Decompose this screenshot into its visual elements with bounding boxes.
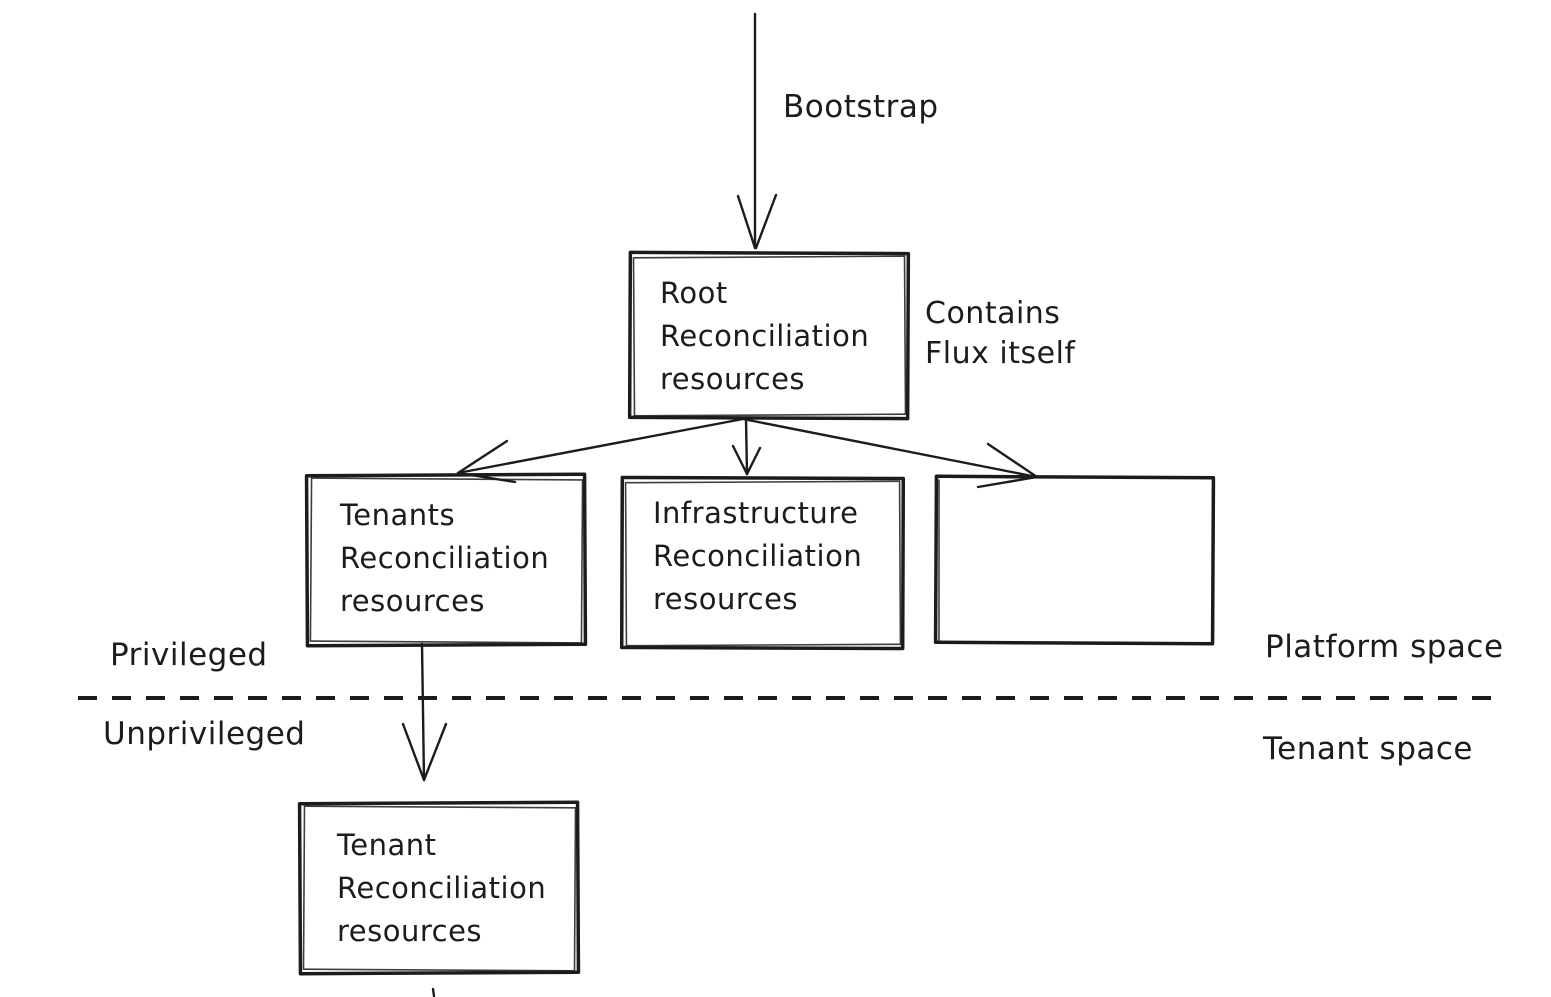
tenant-space-label: Tenant space [1263, 731, 1473, 767]
tenants-to-tenant-arrow [401, 642, 448, 782]
bootstrap-arrow [736, 12, 778, 250]
tenants-box-outline [304, 472, 588, 648]
unprivileged-label: Unprivileged [103, 716, 306, 752]
root-box-outline [627, 250, 911, 421]
root-box-label: Root Reconciliation resources [660, 276, 870, 396]
infrastructure-box-outline [619, 475, 906, 651]
privileged-label: Privileged [110, 637, 268, 673]
tenants-box-label: Tenants Reconciliation resources [340, 498, 550, 618]
root-to-tenants-arrow [456, 417, 745, 484]
tenant-box-outline [297, 800, 581, 976]
bootstrap-label: Bootstrap [783, 89, 939, 125]
platform-space-label: Platform space [1265, 629, 1504, 665]
tenant-box-label: Tenant Reconciliation resources [337, 828, 547, 948]
infrastructure-box-label: Infrastructure Reconciliation resources [653, 496, 863, 616]
root-to-unnamed-arrow [741, 417, 1039, 489]
root-to-infrastructure-arrow [731, 417, 762, 476]
contains-flux-note: Contains Flux itself [925, 296, 1076, 371]
continuation-tick [431, 987, 436, 997]
unnamed-box-outline [933, 474, 1216, 646]
